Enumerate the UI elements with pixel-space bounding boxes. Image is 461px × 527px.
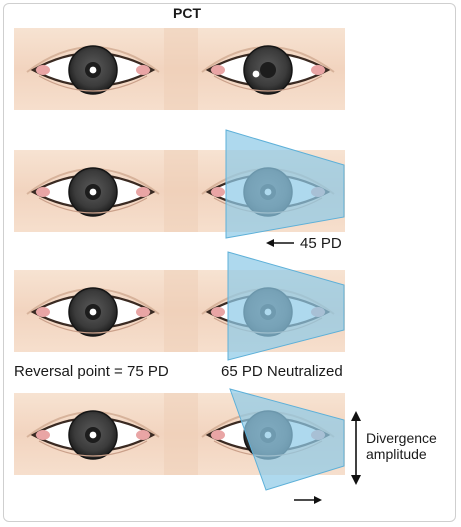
- diagram-title: PCT: [173, 5, 201, 21]
- nose-bridge: [164, 150, 198, 232]
- reversal-point-label: Reversal point = 75 PD: [14, 363, 169, 380]
- lower-lid-line: [38, 197, 148, 214]
- nose-bridge: [164, 270, 198, 352]
- eye-caruncle: [36, 307, 50, 317]
- eye-pupil: [260, 62, 276, 78]
- eye-caruncle: [211, 65, 225, 75]
- eye-caruncle: [211, 307, 225, 317]
- eye-row: [14, 28, 345, 110]
- nose-bridge: [164, 28, 198, 110]
- prism: [229, 388, 345, 491]
- corneal-reflex: [89, 308, 97, 316]
- eye-caruncle: [36, 430, 50, 440]
- lower-lid-line: [38, 440, 148, 457]
- eye-caruncle: [36, 65, 50, 75]
- corneal-reflex: [252, 70, 260, 78]
- eye-caruncle: [136, 65, 150, 75]
- divergence-arrowhead-down: [351, 475, 361, 485]
- eye-row: [14, 129, 345, 239]
- lower-lid-line: [38, 75, 148, 92]
- divergence-arrowhead-up: [351, 411, 361, 421]
- eye-caruncle: [36, 187, 50, 197]
- corneal-reflex: [89, 188, 97, 196]
- eye-caruncle: [311, 65, 325, 75]
- prism: [227, 251, 345, 361]
- lower-lid-line: [38, 317, 148, 334]
- eye-caruncle: [211, 187, 225, 197]
- divergence-amplitude-label: Divergence amplitude: [366, 430, 437, 462]
- eye-caruncle: [136, 430, 150, 440]
- corneal-reflex: [89, 66, 97, 74]
- nose-bridge: [164, 393, 198, 475]
- divergence-label-line2: amplitude: [366, 446, 427, 462]
- eye-caruncle: [136, 187, 150, 197]
- corneal-reflex: [89, 431, 97, 439]
- eye-row: [14, 388, 345, 491]
- divergence-label-line1: Divergence: [366, 430, 437, 446]
- eye-caruncle: [211, 430, 225, 440]
- eye-row: [14, 251, 345, 361]
- prism: [225, 129, 345, 239]
- lower-lid-line: [213, 75, 323, 92]
- eye-caruncle: [136, 307, 150, 317]
- neutralized-label: 65 PD Neutralized: [221, 363, 343, 380]
- prism-45pd-label: 45 PD: [300, 235, 342, 252]
